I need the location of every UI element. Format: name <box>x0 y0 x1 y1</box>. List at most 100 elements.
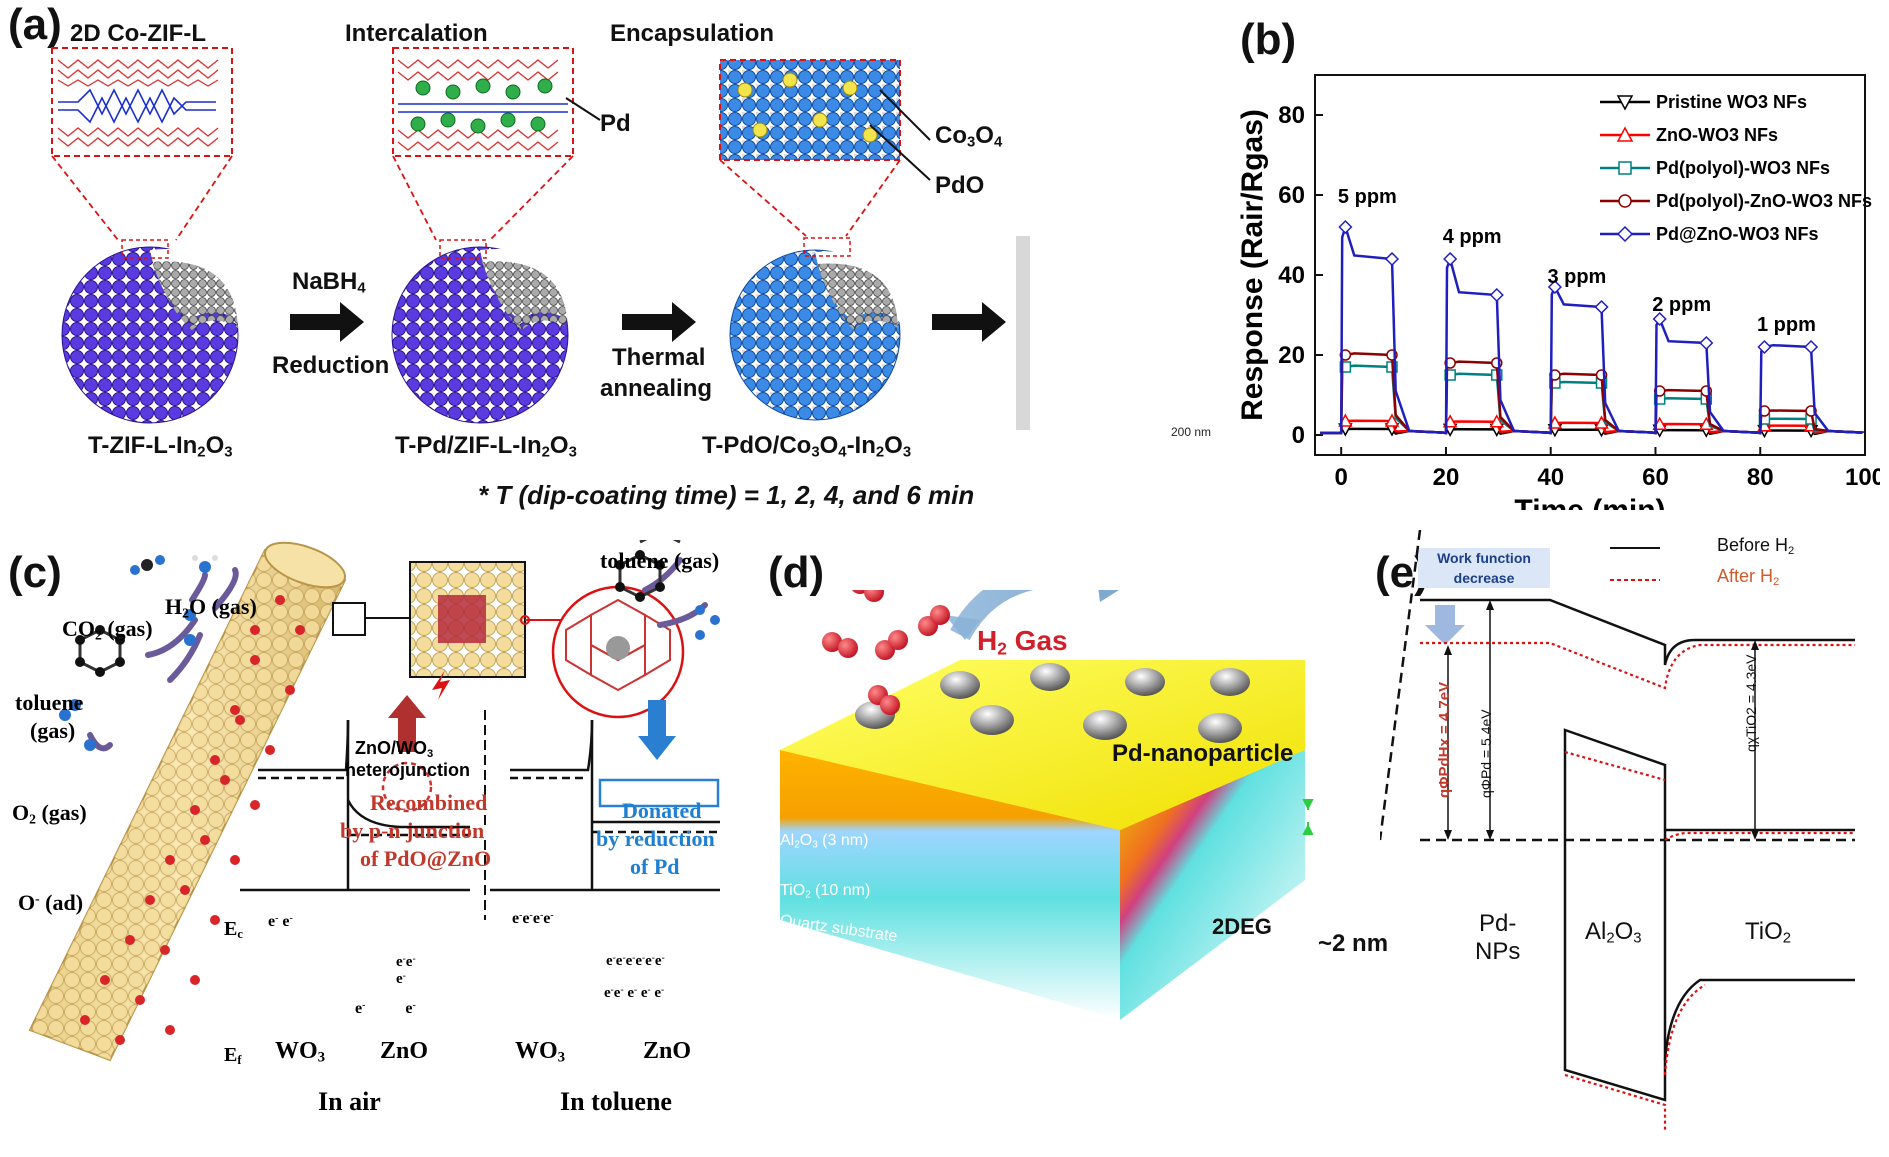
x-axis-label: Time (min) <box>1514 494 1665 510</box>
legend-label: Pd(polyol)-ZnO-WO3 NFs <box>1656 191 1872 211</box>
phi-pdhx: qΦPdHx = 4.7eV <box>1436 681 1453 798</box>
step-annealing: annealing <box>600 375 713 402</box>
gas-toluene-left-1: toluene <box>15 690 84 715</box>
donated-1: Donated <box>622 798 702 823</box>
h2-gas-label: H2 Gas <box>977 625 1068 659</box>
region-al2o3: Al2O3 <box>1585 918 1642 947</box>
donated-2: by reduction <box>596 826 715 851</box>
electrons-air: e- e- <box>268 913 293 930</box>
band-diagram-air <box>240 719 470 892</box>
x-tick-label: 0 <box>1335 464 1348 491</box>
twodeg-label: 2DEG <box>1212 914 1272 939</box>
sphere-label-2: T-Pd/ZIF-L-In2O3 <box>395 432 577 461</box>
series-marker <box>1803 339 1819 355</box>
step-reduction: Reduction <box>272 352 390 379</box>
electrons-toluene-wo3: e-e-e-e- <box>512 910 554 927</box>
zno-toluene: ZnO <box>643 1038 692 1064</box>
h2-molecules <box>822 590 950 715</box>
layer-al2o3: Al2O3 (3 nm) <box>780 832 869 851</box>
x-tick-label: 40 <box>1537 464 1564 491</box>
thickness-label: ~2 nm <box>1318 930 1389 957</box>
zif-inset <box>51 47 233 157</box>
thickness-marker <box>1302 799 1314 835</box>
work-function-note: Work function decrease <box>1418 548 1550 588</box>
concentration-label: 5 ppm <box>1338 186 1397 208</box>
legend-label: Pd@ZnO-WO3 NFs <box>1656 224 1819 244</box>
series-marker <box>1489 414 1505 428</box>
legend-marker <box>1616 126 1634 142</box>
process-arrows <box>290 302 1006 342</box>
sphere-label-3: T-PdO/Co3O4-In2O3 <box>702 432 912 461</box>
sphere-pdo-co3o4 <box>729 237 908 421</box>
y-tick-label: 40 <box>1278 262 1305 289</box>
device-side <box>1120 750 1305 1020</box>
band-diagram-toluene <box>490 719 720 892</box>
region-pd-2: NPs <box>1475 938 1521 965</box>
panel-d-illustration <box>780 590 1314 1020</box>
donated-arrow <box>638 700 676 760</box>
work-function-arrow <box>1425 605 1465 645</box>
adsorption-arrow <box>950 590 1104 641</box>
panel-b-label: (b) <box>1240 15 1297 64</box>
chi-tio2: qχTiO2 = 4.3eV <box>1743 654 1759 753</box>
x-tick-label: 80 <box>1747 464 1774 491</box>
work-function-1: Work function <box>1418 548 1550 568</box>
layer-tio2: TiO2 (10 nm) <box>780 882 871 901</box>
recombined-3: of PdO@ZnO <box>360 846 492 871</box>
legend-label: ZnO-WO3 NFs <box>1656 125 1778 145</box>
series-marker <box>1384 413 1400 427</box>
concentration-label: 1 ppm <box>1757 314 1816 336</box>
legend-before: Before H2 <box>1717 535 1795 557</box>
panel-a-illustration <box>51 47 1030 430</box>
wo3-air: WO3 <box>275 1038 326 1066</box>
gas-toluene-left-2: (gas) <box>30 718 76 743</box>
panel-d-label: (d) <box>768 548 825 597</box>
callout-pdo: PdO <box>935 172 985 199</box>
gas-molecules <box>59 540 720 751</box>
gas-o2: O2 (gas) <box>12 800 87 827</box>
series-marker <box>1757 339 1772 355</box>
sphere-pd-zif <box>391 239 578 424</box>
series-marker <box>1652 311 1667 327</box>
region-tio2: TiO2 <box>1745 918 1792 947</box>
x-tick-label: 100 <box>1845 464 1880 491</box>
legend-marker <box>1618 194 1632 208</box>
series-marker <box>1338 219 1353 235</box>
tem-scale-bar: 200 nm <box>1171 425 1212 439</box>
panel-a-label: (a) <box>8 0 62 49</box>
series-line <box>1320 352 1864 435</box>
pd-zif-inset <box>392 47 574 157</box>
recombined-1: Recombined <box>370 790 488 815</box>
series-marker <box>1594 299 1609 315</box>
footnote: * T (dip-coating time) = 1, 2, 4, and 6 … <box>478 480 975 510</box>
legend-label: Pd(polyol)-WO3 NFs <box>1656 158 1830 178</box>
condition-toluene: In toluene <box>560 1087 672 1116</box>
pd-np-label: Pd-nanoparticle <box>1112 740 1294 767</box>
x-tick-label: 60 <box>1642 464 1669 491</box>
band-ec: Ec <box>224 918 243 942</box>
legend-label: Pristine WO3 NFs <box>1656 92 1807 112</box>
y-tick-label: 20 <box>1278 342 1305 369</box>
region-pd-1: Pd- <box>1478 910 1517 937</box>
stage-title-zif: 2D Co-ZIF-L <box>70 20 206 47</box>
series-marker <box>1547 279 1562 295</box>
legend-marker <box>1616 225 1634 243</box>
concentration-label: 2 ppm <box>1652 294 1711 316</box>
sphere-zif <box>61 239 248 424</box>
nanofiber <box>28 541 347 1062</box>
electrons-zno-toluene: e-e- e- e- e- <box>604 985 665 1001</box>
phi-pd: qΦPd = 5.4eV <box>1478 709 1494 798</box>
callout-pd: Pd <box>600 110 631 137</box>
band-diagram-e <box>1380 530 1855 1130</box>
step-thermal: Thermal <box>612 344 706 371</box>
sphere-label-1: T-ZIF-L-In2O3 <box>88 432 233 461</box>
tem-image <box>1016 236 1030 430</box>
band-ef: Ef <box>224 1044 242 1068</box>
recombined-arrow <box>388 695 426 752</box>
electrons-zno-air: e- e- <box>355 1000 416 1017</box>
gas-co2: CO2 (gas) <box>62 616 153 643</box>
junction-label-2: heterojunction <box>345 760 470 780</box>
recombined-2: by p-n junction <box>340 818 485 843</box>
legend-after: After H2 <box>1717 566 1780 588</box>
work-function-2: decrease <box>1418 568 1550 588</box>
